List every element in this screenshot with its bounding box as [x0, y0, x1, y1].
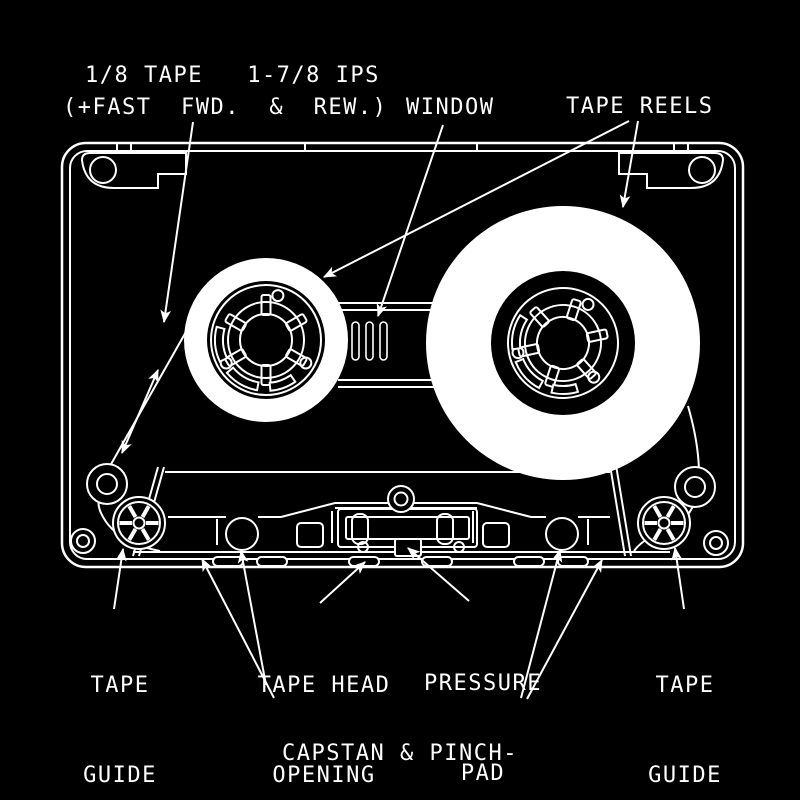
- tape-head-leader: [319, 561, 366, 604]
- label-tape-spec-line2: (+FAST FWD. & REW.): [63, 95, 388, 120]
- right-front-wall: [609, 464, 626, 557]
- tape-reels-leader-right: [619, 120, 639, 209]
- tape-wrap-ring: [184, 258, 348, 422]
- window-leader: [376, 124, 444, 318]
- screw-hole-icon: [688, 156, 716, 184]
- capstan-leader-far-left: [201, 558, 275, 699]
- tape-guide-roller-right: [636, 495, 692, 551]
- left-pinch-roller-opening: [225, 517, 259, 551]
- front-assembly: [132, 464, 670, 557]
- right-tape-reel: [426, 206, 700, 480]
- housing-screw: [387, 485, 415, 513]
- corner-post-icon: [86, 463, 128, 505]
- label-tape-spec-line1: 1/8 TAPE 1-7/8 IPS: [85, 63, 380, 88]
- tape-guide-roller-left: [111, 495, 167, 551]
- top-right-screw-boss: [618, 152, 725, 189]
- left-square-opening: [296, 522, 324, 548]
- label-capstan-pinch-roller: CAPSTAN & PINCH- ROLLER OPENINGS: [282, 741, 518, 766]
- capstan-leader-far-right: [526, 559, 603, 700]
- bottom-left-corner: [70, 463, 167, 554]
- corner-post-icon: [674, 466, 716, 508]
- right-pinch-roller-opening: [545, 517, 579, 551]
- screw-hole-icon: [89, 156, 117, 184]
- top-left-screw-boss: [80, 152, 187, 189]
- label-window: WINDOW: [406, 95, 495, 120]
- label-tape-guide-left: TAPE GUIDE: [83, 673, 157, 788]
- tape-guide-right-leader: [671, 546, 685, 610]
- label-tape-reels: TAPE REELS: [566, 94, 714, 119]
- capstan-leader-right: [520, 548, 563, 699]
- left-tape-reel: [184, 258, 348, 422]
- label-tape-head-opening: TAPE HEAD OPENING: [257, 673, 391, 788]
- window-slits: [351, 321, 388, 361]
- pressure-pad: [394, 538, 422, 557]
- tape-guide-left-leader: [113, 547, 127, 610]
- screw-hole-icon: [70, 528, 96, 554]
- leader-arrows: [113, 120, 685, 700]
- pressure-pad-leader: [407, 547, 470, 602]
- label-tape-guide-right: TAPE GUIDE: [648, 673, 722, 788]
- tape-reels-leader-left: [323, 120, 630, 278]
- capstan-leader-left: [237, 549, 267, 686]
- bottom-right-corner: [636, 466, 729, 556]
- tape-spec-leader: [160, 121, 194, 324]
- cassette-shell: [60, 141, 745, 569]
- tape-width-double-arrow: [121, 369, 159, 454]
- label-pressure-pad: PRESSURE PAD: [424, 671, 542, 786]
- right-square-opening: [482, 522, 510, 548]
- screw-hole-icon: [703, 530, 729, 556]
